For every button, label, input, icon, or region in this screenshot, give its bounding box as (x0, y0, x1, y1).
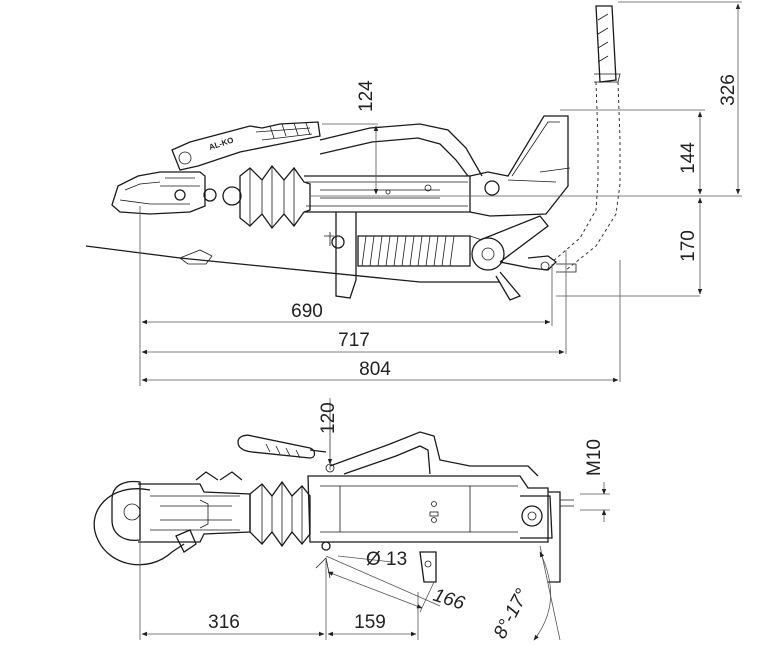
dim-144: 144 (678, 142, 699, 174)
dim-166: 166 (430, 585, 467, 615)
side-dimension-lines (141, 3, 741, 383)
bellows-top (249, 480, 311, 548)
mount-plate-top (315, 541, 437, 583)
dim-326: 326 (718, 74, 739, 106)
side-view: AL-KO (85, 1, 742, 386)
coupling-handle: AL-KO (171, 121, 321, 171)
dim-717: 717 (338, 330, 370, 351)
dim-804: 804 (359, 359, 391, 380)
top-dimension-lines (141, 402, 607, 641)
handle-top (237, 434, 327, 459)
dim-690: 690 (291, 301, 323, 322)
dim-120: 120 (318, 402, 339, 434)
dim-159: 159 (354, 612, 386, 633)
drawbar-top (307, 475, 574, 583)
side-extension-lines (139, 1, 742, 386)
breakaway-cable (85, 245, 500, 283)
bow-top (325, 431, 539, 477)
damper-spring (357, 235, 471, 267)
top-view: 120 M10 Ø 13 166 8°-17° 316 159 (93, 398, 610, 642)
handle-logo: AL-KO (208, 136, 235, 152)
dim-316: 316 (208, 612, 240, 633)
top-extension-lines (139, 398, 610, 641)
cable-loop (93, 488, 185, 566)
coupling-head-top (111, 471, 251, 543)
handbrake-lever (551, 5, 621, 271)
dim-m10: M10 (584, 439, 605, 476)
dim-124: 124 (356, 80, 377, 112)
dim-hole-diameter: Ø 13 (366, 549, 407, 570)
brake-lever (469, 215, 577, 301)
dim-170: 170 (678, 230, 699, 262)
bellows (239, 164, 311, 230)
drawbar-body (304, 115, 571, 299)
dim-angle: 8°-17° (490, 585, 534, 642)
